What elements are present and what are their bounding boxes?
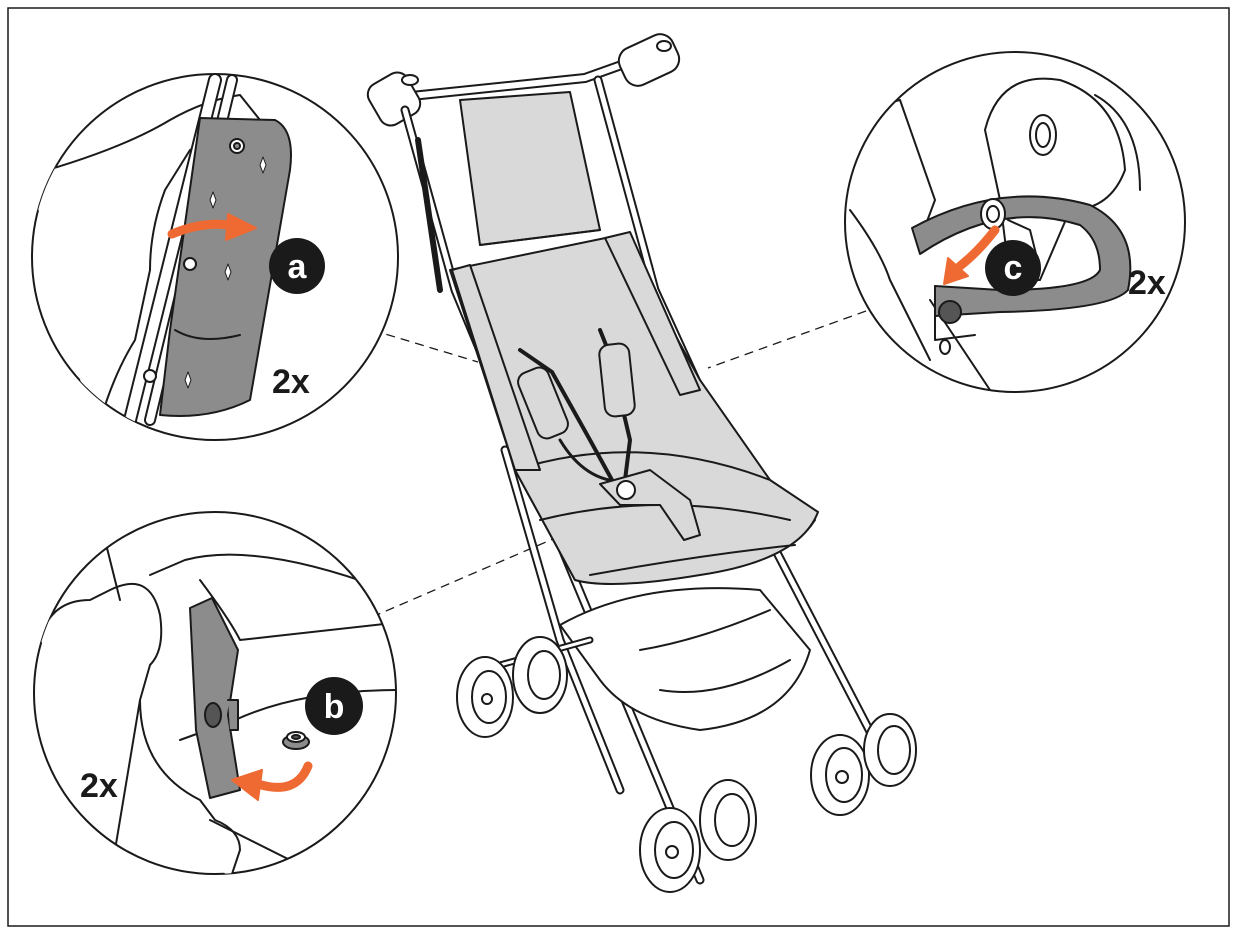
curved-arrow-icon: [253, 761, 313, 792]
step-badge-b-label: b: [324, 688, 345, 726]
callout-c: c 2x: [844, 51, 1186, 393]
step-badge-a-label: a: [288, 248, 308, 286]
step-badge-b: b: [305, 677, 363, 735]
step-badge-c: c: [985, 240, 1041, 296]
arrowhead-icon: [225, 213, 257, 241]
step-badge-a: a: [269, 238, 325, 294]
stroller-drawing: [366, 33, 917, 893]
arrow-icon: [955, 225, 1000, 271]
step-a-count: 2x: [272, 363, 310, 401]
arrowhead-icon: [231, 769, 263, 801]
leader-line-a: [371, 329, 479, 363]
leader-line-c: [707, 310, 867, 369]
callout-a: a 2x: [31, 73, 399, 441]
frame-border: [7, 7, 1230, 927]
arrowhead-icon: [943, 257, 969, 285]
leader-line-b: [371, 535, 561, 618]
step-c-count: 2x: [1128, 264, 1166, 302]
callout-b: b 2x: [33, 511, 397, 875]
step-b-count: 2x: [80, 767, 118, 805]
step-badge-c-label: c: [1004, 249, 1023, 287]
